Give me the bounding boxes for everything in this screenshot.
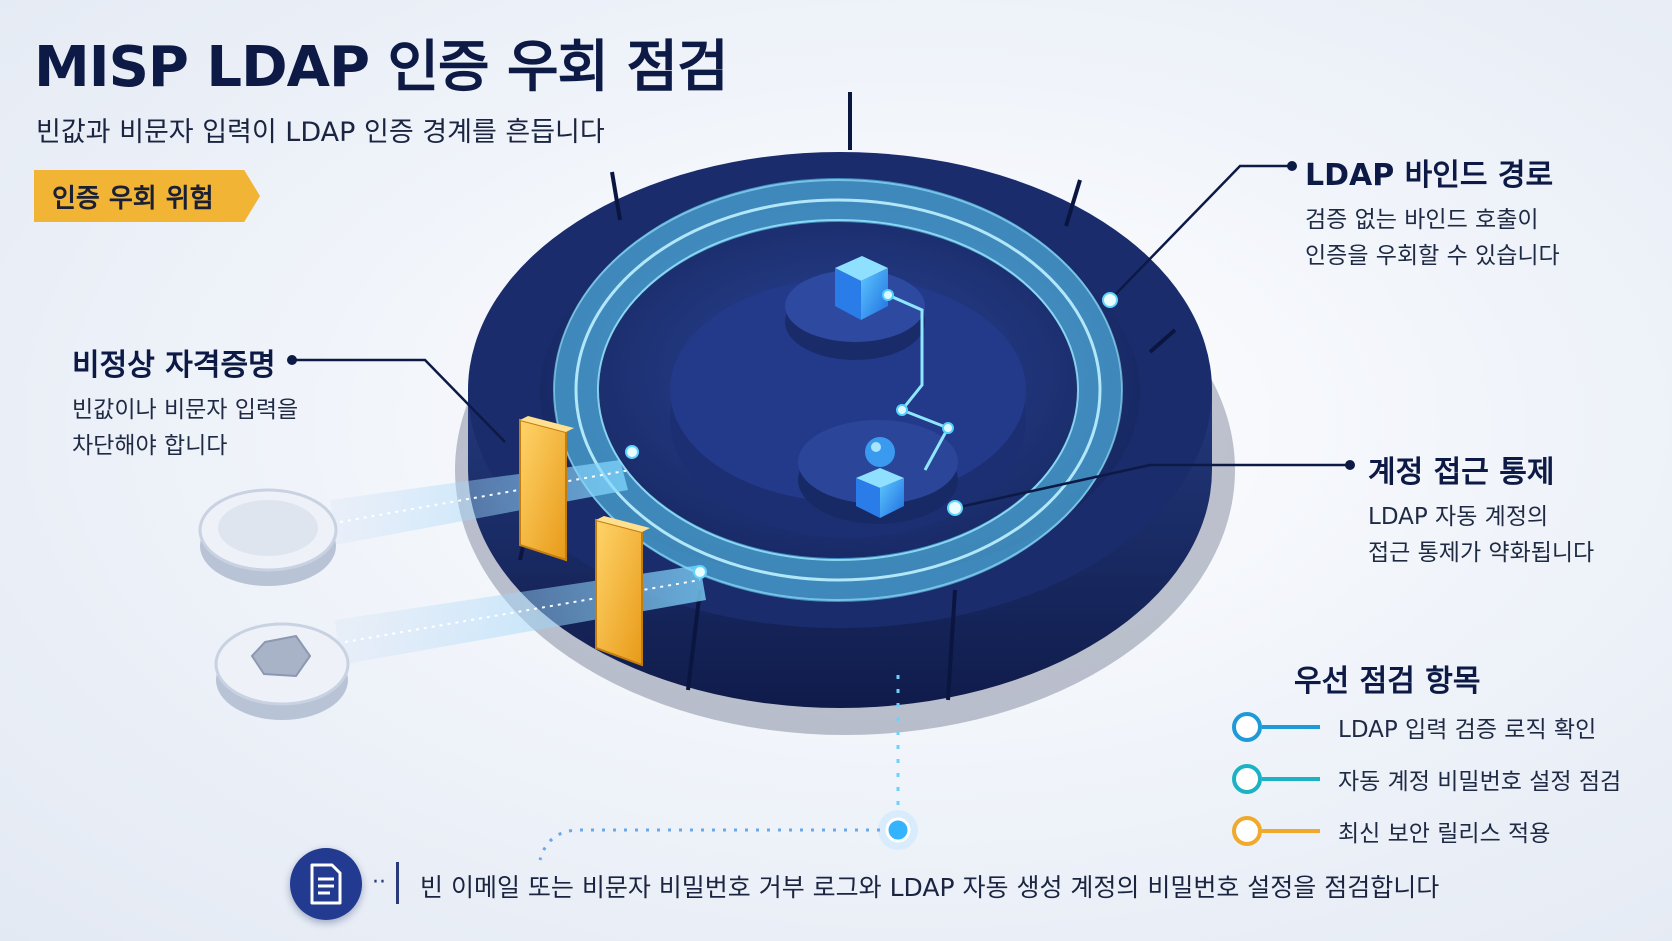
page-title: MISP LDAP 인증 우회 점검 — [34, 35, 729, 100]
callout-desc-line: 접근 통제가 약화됩니다 — [1368, 540, 1595, 566]
callout-title: 계정 접근 통제 — [1368, 455, 1555, 490]
document-icon — [290, 848, 362, 920]
non-string-input-disc — [214, 622, 350, 720]
check-label: 자동 계정 비밀번호 설정 점검 — [1338, 769, 1622, 795]
check-ring-icon — [1232, 764, 1262, 794]
check-item: LDAP 입력 검증 로직 확인 — [1232, 702, 1621, 752]
callout-title: 비정상 자격증명 — [72, 348, 276, 383]
priority-checks-title: 우선 점검 항목 — [1294, 664, 1481, 699]
callout-desc-line: 빈값이나 비문자 입력을 — [72, 397, 299, 423]
footer-dots: ·· — [372, 870, 386, 895]
check-label: LDAP 입력 검증 로직 확인 — [1338, 717, 1597, 743]
callout-desc-line: 검증 없는 바인드 호출이 — [1305, 207, 1539, 233]
check-connector — [1262, 777, 1320, 781]
footer-divider — [396, 862, 399, 904]
check-label: 최신 보안 릴리스 적용 — [1338, 821, 1551, 847]
callout-lines — [292, 164, 1350, 510]
callout-abnormal-credentials: 비정상 자격증명 빈값이나 비문자 입력을 차단해야 합니다 — [72, 340, 298, 464]
check-connector — [1262, 829, 1320, 833]
page-subtitle: 빈값과 비문자 입력이 LDAP 인증 경계를 흔듭니다 — [36, 117, 605, 148]
priority-checks: 우선 점검 항목 LDAP 입력 검증 로직 확인 자동 계정 비밀번호 설정 … — [1232, 656, 1621, 856]
input-filter-gate-top — [519, 416, 574, 562]
callout-desc-line: LDAP 자동 계정의 — [1368, 504, 1549, 530]
callout-desc-line: 인증을 우회할 수 있습니다 — [1305, 243, 1560, 269]
server-cube-icon — [835, 256, 888, 320]
callout-desc-line: 차단해야 합니다 — [72, 433, 228, 459]
check-ring-icon — [1232, 816, 1262, 846]
callout-account-access: 계정 접근 통제 LDAP 자동 계정의 접근 통제가 약화됩니다 — [1368, 447, 1594, 571]
check-ring-icon — [1232, 712, 1262, 742]
callout-bind-path: LDAP 바인드 경로 검증 없는 바인드 호출이 인증을 우회할 수 있습니다 — [1305, 150, 1560, 274]
callout-title: LDAP 바인드 경로 — [1305, 158, 1554, 193]
input-filter-gate-bottom — [595, 516, 650, 667]
bind-path-line — [887, 293, 951, 471]
check-item: 최신 보안 릴리스 적용 — [1232, 806, 1621, 856]
empty-input-disc — [198, 488, 338, 586]
user-node-icon — [856, 437, 904, 518]
risk-badge: 인증 우회 위험 — [34, 170, 260, 222]
check-connector — [1262, 725, 1320, 729]
check-item: 자동 계정 비밀번호 설정 점검 — [1232, 754, 1621, 804]
footer-note: 빈 이메일 또는 비문자 비밀번호 거부 로그와 LDAP 자동 생성 계정의 … — [420, 873, 1440, 902]
